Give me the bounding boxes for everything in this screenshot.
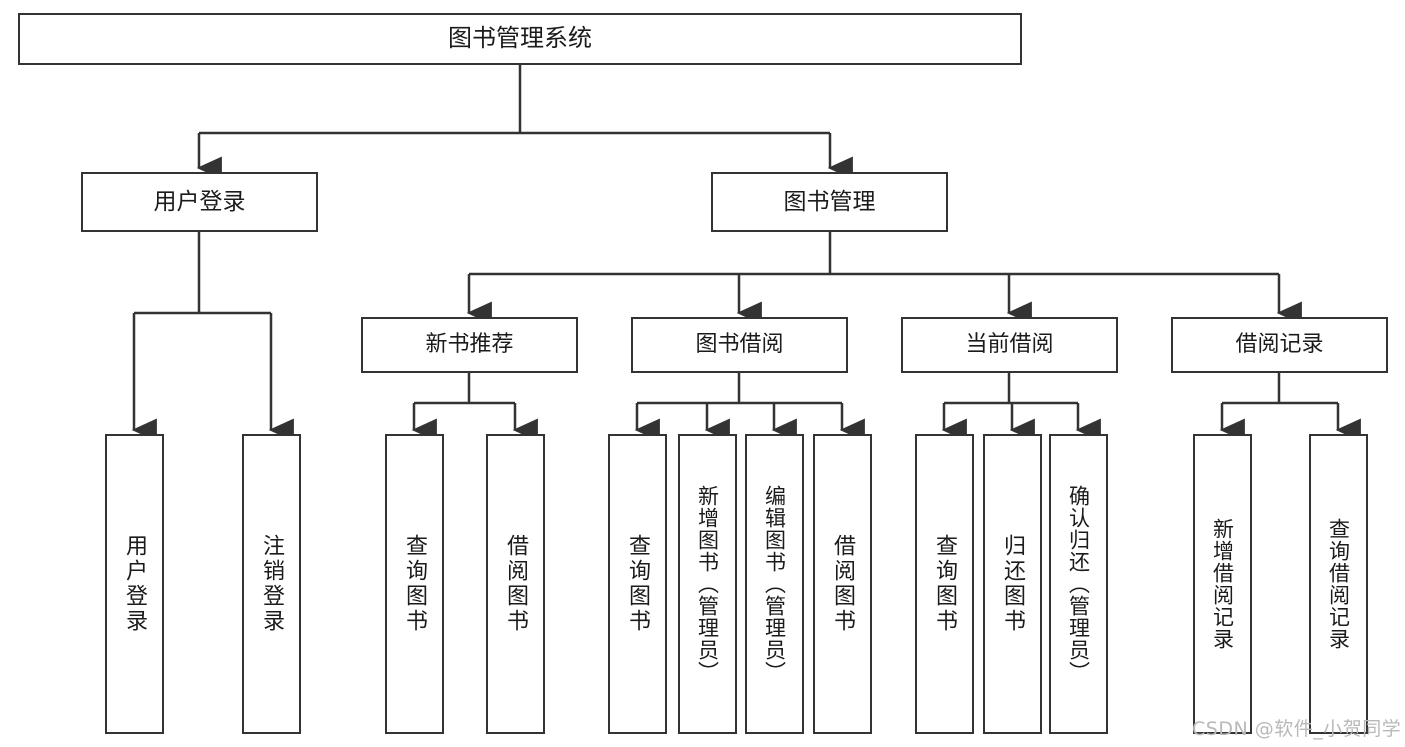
leaf-add-borrow-record[interactable]: 新增借阅记录 xyxy=(1193,434,1252,734)
leaf-edit-book-admin-label: 编辑图书（管理员） xyxy=(762,485,787,683)
leaf-recommend-query-book[interactable]: 查询图书 xyxy=(385,434,444,734)
leaf-borrow-query-book-label: 查询图书 xyxy=(625,534,651,634)
leaf-return-book-label: 归还图书 xyxy=(1000,534,1026,634)
leaf-confirm-return-admin-label: 确认归还（管理员） xyxy=(1066,485,1091,683)
leaf-query-borrow-record[interactable]: 查询借阅记录 xyxy=(1309,434,1368,734)
node-borrow-records-label: 借阅记录 xyxy=(1235,332,1324,358)
leaf-confirm-return-admin[interactable]: 确认归还（管理员） xyxy=(1049,434,1108,734)
node-user-login[interactable]: 用户登录 xyxy=(81,172,318,232)
node-root[interactable]: 图书管理系统 xyxy=(18,13,1022,65)
leaf-edit-book-admin[interactable]: 编辑图书（管理员） xyxy=(745,434,804,734)
leaf-borrow-query-book[interactable]: 查询图书 xyxy=(608,434,667,734)
leaf-add-book-admin[interactable]: 新增图书（管理员） xyxy=(678,434,737,734)
node-current-borrow[interactable]: 当前借阅 xyxy=(901,317,1118,373)
leaf-user-login[interactable]: 用户登录 xyxy=(105,434,164,734)
leaf-return-book[interactable]: 归还图书 xyxy=(983,434,1042,734)
leaf-borrow-book[interactable]: 借阅图书 xyxy=(813,434,872,734)
leaf-user-logout-label: 注销登录 xyxy=(259,534,285,634)
leaf-borrow-book-label: 借阅图书 xyxy=(830,534,856,634)
node-borrow-records[interactable]: 借阅记录 xyxy=(1171,317,1388,373)
node-root-label: 图书管理系统 xyxy=(448,24,592,53)
leaf-recommend-query-book-label: 查询图书 xyxy=(402,534,428,634)
csdn-watermark: CSDN @软件_小贺同学 xyxy=(1192,718,1402,740)
leaf-recommend-borrow-book[interactable]: 借阅图书 xyxy=(486,434,545,734)
node-current-borrow-label: 当前借阅 xyxy=(965,332,1054,358)
leaf-user-login-label: 用户登录 xyxy=(122,534,148,634)
leaf-current-query-book-label: 查询图书 xyxy=(932,534,958,634)
node-book-borrow-label: 图书借阅 xyxy=(695,332,784,358)
leaf-recommend-borrow-book-label: 借阅图书 xyxy=(503,534,529,634)
node-book-management[interactable]: 图书管理 xyxy=(711,172,948,232)
node-book-management-label: 图书管理 xyxy=(783,188,876,215)
leaf-add-book-admin-label: 新增图书（管理员） xyxy=(695,485,720,683)
node-new-book-recommend[interactable]: 新书推荐 xyxy=(361,317,578,373)
node-book-borrow[interactable]: 图书借阅 xyxy=(631,317,848,373)
node-new-book-recommend-label: 新书推荐 xyxy=(425,332,514,358)
node-user-login-label: 用户登录 xyxy=(153,188,246,215)
leaf-user-logout[interactable]: 注销登录 xyxy=(242,434,301,734)
leaf-current-query-book[interactable]: 查询图书 xyxy=(915,434,974,734)
leaf-add-borrow-record-label: 新增借阅记录 xyxy=(1210,518,1235,650)
leaf-query-borrow-record-label: 查询借阅记录 xyxy=(1326,518,1351,650)
